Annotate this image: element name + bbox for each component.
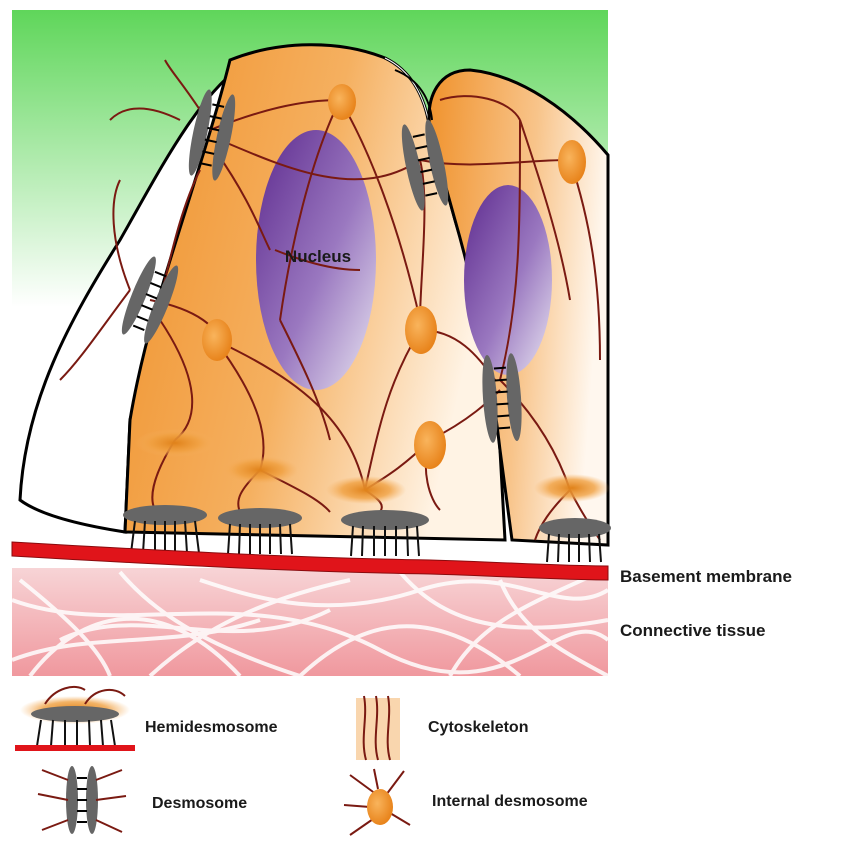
internal-desmosome-legend-icon	[344, 769, 410, 835]
internal-desmosome	[405, 306, 437, 354]
internal-desmosome	[328, 84, 356, 120]
legend: Hemidesmosome Desmosome Cytoskeleton Int…	[15, 687, 588, 835]
internal-desmosome	[202, 319, 232, 361]
nucleus-label: Nucleus	[285, 247, 351, 266]
connective-tissue-label: Connective tissue	[620, 621, 766, 640]
basement-membrane-label: Basement membrane	[620, 567, 792, 586]
cytoskeleton-legend-icon	[356, 696, 400, 760]
desmosome-legend-icon	[38, 766, 126, 834]
hemidesmosome-legend-icon	[15, 687, 135, 748]
internal-desmosome	[558, 140, 586, 184]
internal-desmosome-legend-label: Internal desmosome	[432, 793, 588, 810]
internal-desmosome	[414, 421, 446, 469]
hemidesmosome-legend-label: Hemidesmosome	[145, 719, 278, 736]
cytoskeleton-legend-label: Cytoskeleton	[428, 719, 528, 736]
desmosome-legend-label: Desmosome	[152, 795, 247, 812]
